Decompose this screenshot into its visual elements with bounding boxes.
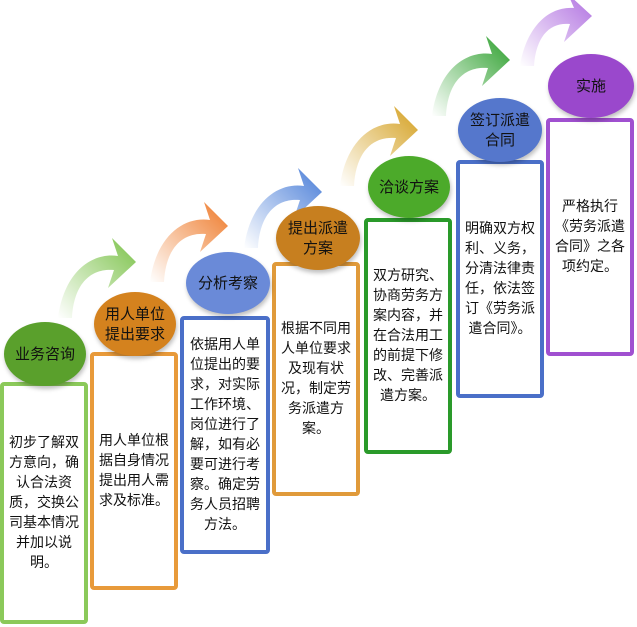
step-1-description: 初步了解双方意向，确认合法资质，交换公司基本情况并加以说明。: [0, 382, 88, 624]
arrow-2-icon: [150, 202, 228, 282]
step-5-title: 洽谈方案: [368, 156, 450, 218]
step-1-title: 业务咨询: [4, 322, 86, 386]
step-4-description: 根据不同用人单位要求及现有状况，制定劳务派遣方案。: [272, 262, 360, 496]
step-5-description: 双方研究、协商劳务方案内容，并在合法用工的前提下修改、完善派遣方案。: [364, 218, 452, 454]
step-2-description: 用人单位根据自身情况提出用人需求及标准。: [90, 352, 178, 590]
step-7-description: 严格执行《劳务派遣合同》之各项约定。: [546, 118, 634, 356]
arrow-3-icon: [244, 168, 322, 248]
step-6-description: 明确双方权利、义务，分清法律责任，依法签订《劳务派遣合同》。: [456, 160, 544, 398]
arrow-1-icon: [58, 238, 136, 318]
step-3-title: 分析考察: [186, 252, 270, 314]
step-3-description: 依据用人单位提出的要求，对实际工作环境、岗位进行了解，如有必要可进行考察。确定劳…: [180, 316, 270, 554]
step-7-title: 实施: [548, 54, 634, 118]
step-6-title: 签订派遣合同: [458, 98, 542, 162]
step-2-title: 用人单位提出要求: [94, 292, 176, 356]
arrow-4-icon: [340, 106, 418, 186]
step-4-title: 提出派遣方案: [276, 206, 360, 270]
arrow-6-icon: [520, 0, 592, 66]
arrow-5-icon: [432, 36, 510, 116]
